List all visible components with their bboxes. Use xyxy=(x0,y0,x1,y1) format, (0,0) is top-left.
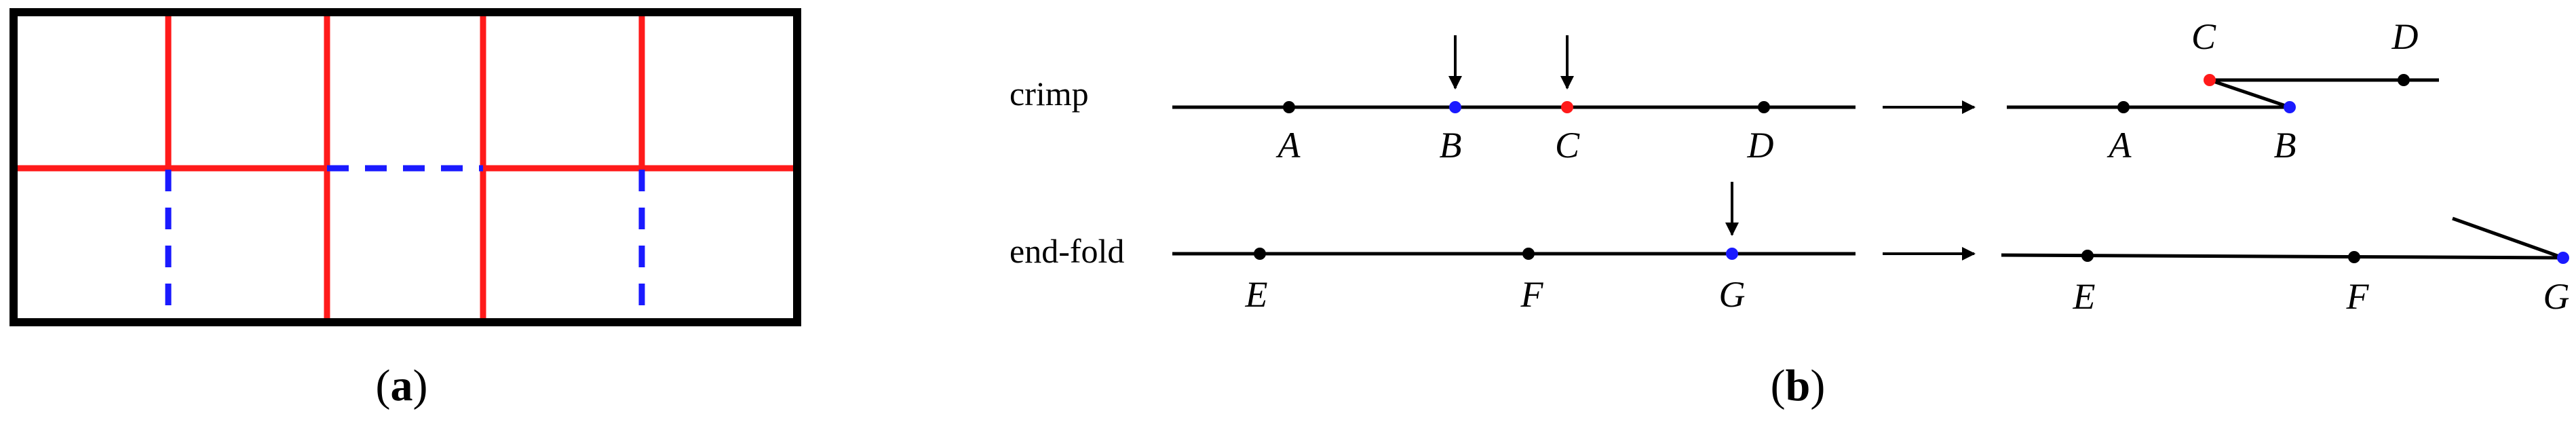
end-fold-result-line xyxy=(2001,253,2564,260)
label-b: B xyxy=(1440,125,1462,166)
paper-border xyxy=(9,8,801,326)
caption-a: (a) xyxy=(376,361,428,410)
result-label-e: E xyxy=(2073,276,2096,317)
crimp-result-diag xyxy=(2209,78,2290,109)
result-label-f: F xyxy=(2346,276,2370,317)
result-label-d: D xyxy=(2391,16,2419,57)
caption-b: (b) xyxy=(1771,361,1826,410)
panel-a-crease-pattern xyxy=(9,8,801,326)
result-label-g: G xyxy=(2543,276,2570,317)
result-label-b: B xyxy=(2274,125,2296,166)
point-b xyxy=(1449,101,1461,113)
label-c: C xyxy=(1555,125,1580,166)
valley-creases xyxy=(165,165,645,322)
result-label-c: C xyxy=(2191,16,2216,57)
crimp-result xyxy=(2007,78,2439,109)
result-point-e xyxy=(2081,250,2094,262)
result-point-g xyxy=(2557,252,2569,264)
row-label-crimp: crimp xyxy=(1010,75,1089,113)
label-d: D xyxy=(1747,125,1774,166)
end-fold-result xyxy=(2001,216,2564,260)
point-g xyxy=(1726,248,1738,260)
point-d xyxy=(1758,101,1770,113)
point-a xyxy=(1283,101,1295,113)
end-fold-result-flap xyxy=(2452,216,2564,260)
point-f xyxy=(1522,248,1535,260)
label-e: E xyxy=(1245,274,1268,315)
label-g: G xyxy=(1719,274,1746,315)
result-point-b xyxy=(2284,101,2296,113)
result-point-f xyxy=(2348,251,2360,263)
point-e xyxy=(1254,248,1266,260)
result-label-a: A xyxy=(2107,125,2132,166)
result-point-a xyxy=(2117,101,2130,113)
label-f: F xyxy=(1520,274,1544,315)
result-point-d xyxy=(2398,74,2410,86)
point-c xyxy=(1561,101,1573,113)
result-point-c xyxy=(2204,74,2216,86)
label-a: A xyxy=(1276,125,1301,166)
row-label-end-fold: end-fold xyxy=(1010,232,1124,270)
